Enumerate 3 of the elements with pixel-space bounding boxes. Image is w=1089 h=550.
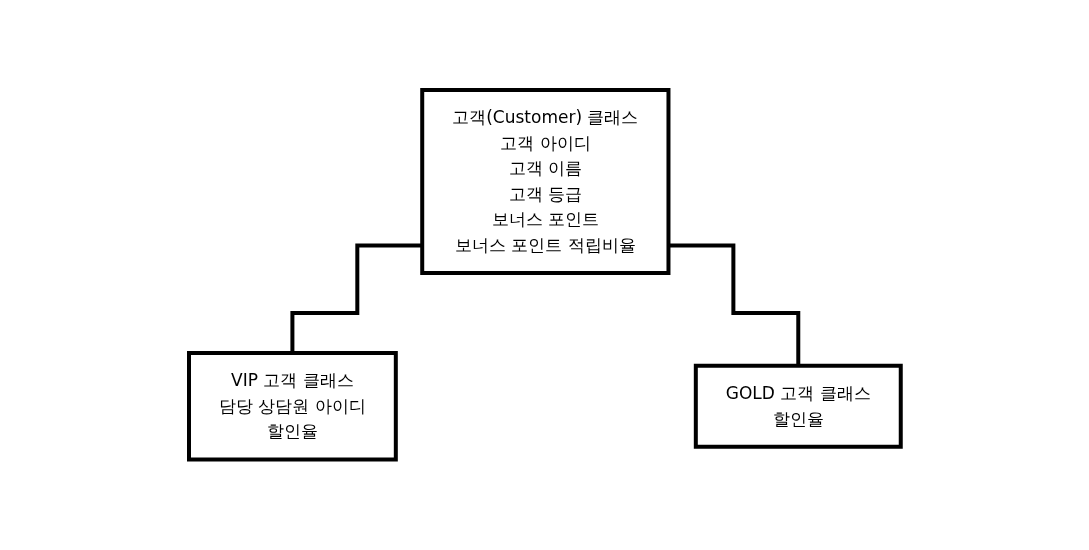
node-box: 고객(Customer) 클래스 고객 아이디 고객 이름 고객 등급 보너스 포인트 보너스 포인트 적립비율: [419, 88, 671, 276]
node-box: GOLD 고객 클래스 할인율: [693, 364, 903, 449]
node-box: VIP 고객 클래스 담당 상담원 아이디 할인율: [186, 351, 398, 462]
